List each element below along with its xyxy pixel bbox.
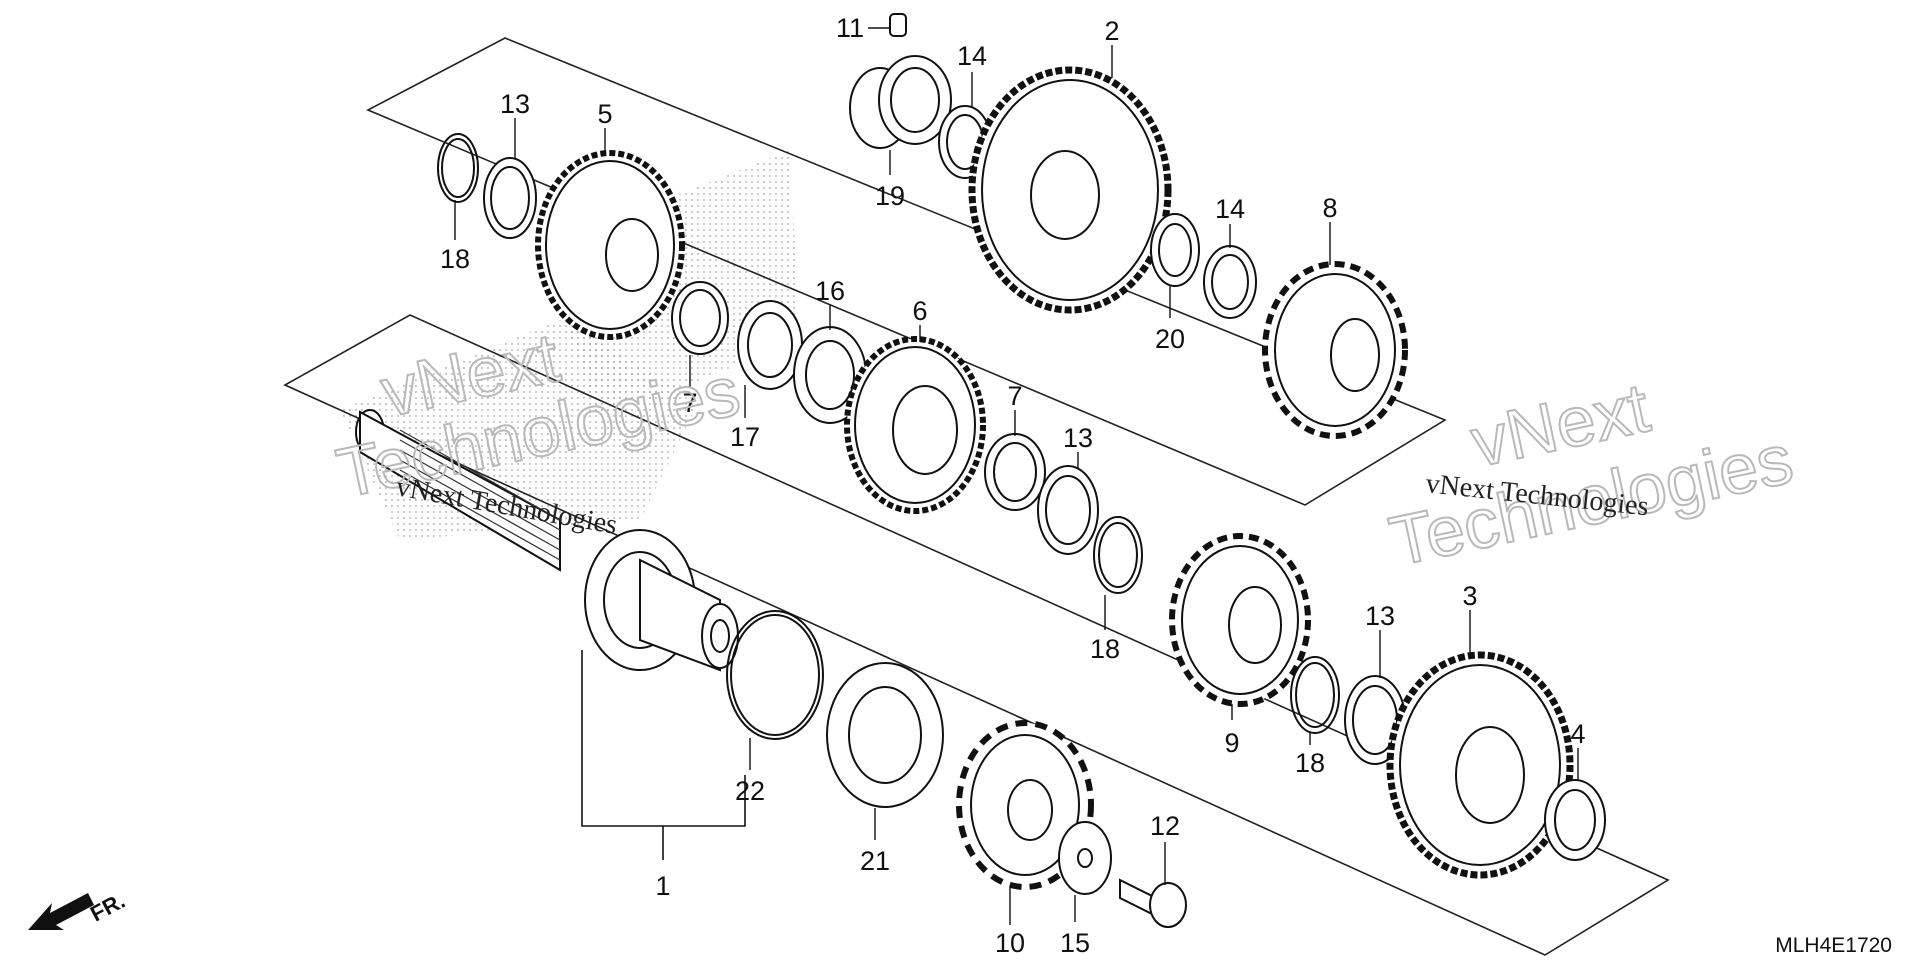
part-14-washer-lower[interactable] [1203, 245, 1257, 319]
callout-4: 4 [1570, 719, 1585, 749]
part-11-dowel[interactable] [889, 13, 907, 37]
callout-16: 16 [815, 276, 845, 306]
callout-7-lower: 7 [1007, 381, 1022, 411]
part-16-washer[interactable] [793, 326, 867, 424]
callout-7-upper: 7 [682, 388, 697, 418]
part-15-washer[interactable] [1058, 821, 1112, 895]
part-21-oil-seal[interactable] [826, 662, 944, 808]
callout-18-lower: 18 [1295, 748, 1325, 778]
callout-13-upper: 13 [500, 89, 530, 119]
callout-1: 1 [655, 871, 670, 901]
front-direction-label: FR. [86, 888, 129, 927]
callout-13-lower: 13 [1365, 601, 1395, 631]
callout-labels: 1 2 3 4 5 6 7 7 8 9 10 11 12 13 13 13 14… [440, 13, 1586, 958]
part-7-bushing-upper[interactable] [671, 281, 729, 355]
callout-5: 5 [597, 99, 612, 129]
part-18-circlip-upper[interactable] [437, 133, 479, 203]
part-6-gear[interactable] [844, 336, 986, 514]
callout-2: 2 [1104, 16, 1119, 46]
leader-p1-bracket [581, 650, 746, 827]
part-13-washer-lower[interactable] [1344, 675, 1406, 765]
leader-lines [454, 27, 1579, 925]
callout-15: 15 [1060, 928, 1090, 958]
callout-10: 10 [995, 928, 1025, 958]
callout-18-mid: 18 [1090, 634, 1120, 664]
callout-19: 19 [875, 181, 905, 211]
callout-17: 17 [730, 422, 760, 452]
lower-shaft-frame [283, 314, 1670, 956]
part-17-lockwasher[interactable] [737, 300, 803, 390]
part-2-gear[interactable] [968, 66, 1172, 314]
part-13-washer-upper[interactable] [483, 157, 537, 239]
part-4-bushing[interactable] [1544, 779, 1606, 861]
callout-14-upper: 14 [957, 41, 987, 71]
callout-8: 8 [1322, 193, 1337, 223]
part-20-needle-bearing[interactable] [1150, 213, 1200, 287]
part-19-bearing[interactable] [849, 55, 952, 149]
callout-9: 9 [1224, 728, 1239, 758]
mainshaft[interactable] [355, 409, 739, 672]
diagram-code: MLH4E1720 [1775, 934, 1892, 957]
callout-12: 12 [1150, 811, 1180, 841]
callout-6: 6 [912, 296, 927, 326]
part-22-ring[interactable] [726, 610, 824, 740]
front-direction-arrow: FR. [28, 888, 129, 930]
part-3-gear[interactable] [1386, 651, 1574, 879]
callout-22: 22 [735, 776, 765, 806]
part-7-bushing-lower[interactable] [984, 433, 1046, 511]
part-10-sprocket[interactable] [956, 720, 1094, 890]
part-12-bolt[interactable] [1119, 878, 1187, 928]
upper-shaft-frame [366, 37, 1447, 506]
part-18-circlip-mid[interactable] [1093, 516, 1143, 594]
callout-13-mid: 13 [1063, 423, 1093, 453]
callout-3: 3 [1462, 581, 1477, 611]
callout-11: 11 [836, 13, 864, 43]
watermark-right: vNext Technologies [1382, 367, 1800, 582]
callout-18-upper: 18 [440, 244, 470, 274]
callout-20: 20 [1155, 324, 1185, 354]
callout-14-lower: 14 [1215, 194, 1245, 224]
part-8-gear[interactable] [1262, 261, 1408, 439]
part-13-washer-mid[interactable] [1037, 465, 1099, 555]
part-5-gear[interactable] [535, 150, 685, 340]
callout-21: 21 [860, 846, 890, 876]
part-18-circlip-lower[interactable] [1290, 656, 1340, 734]
part-9-gear[interactable] [1169, 533, 1311, 707]
